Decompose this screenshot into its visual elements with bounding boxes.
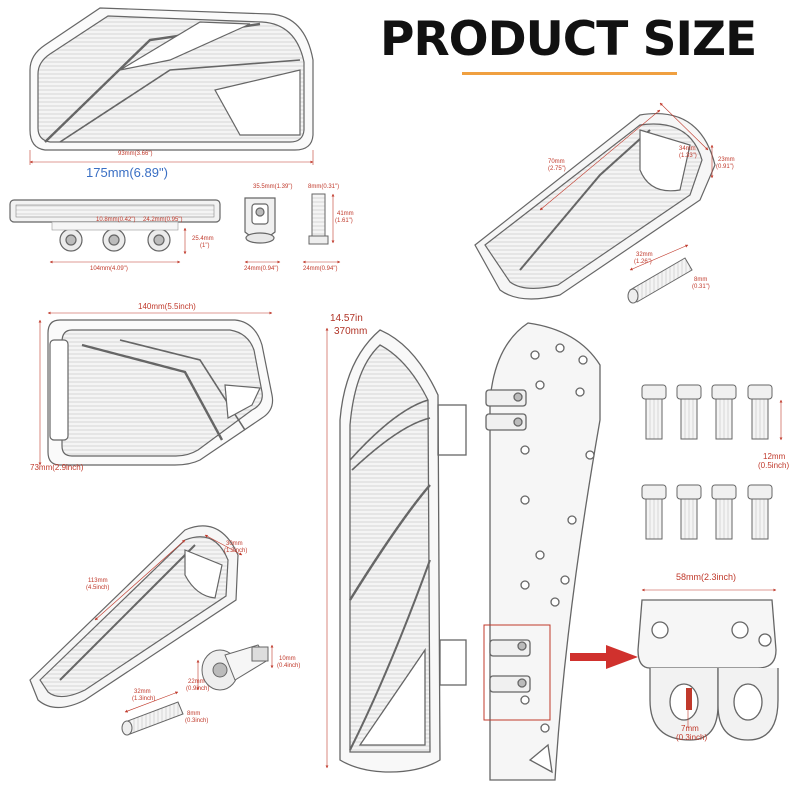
mounting-bracket-side bbox=[9, 199, 221, 252]
dim-peg2-pin-diam-in: (0.3inch) bbox=[185, 718, 209, 724]
dim-clamp-slot-in: (0.3inch) bbox=[676, 733, 708, 742]
dim-peg-width: 34mm bbox=[679, 146, 696, 152]
dim-knob-diam-in: (0.9inch) bbox=[186, 686, 210, 692]
dim-peg2-length: 113mm bbox=[88, 578, 108, 584]
dim-clamp-slot: 7mm bbox=[681, 724, 699, 733]
clamp-bracket bbox=[637, 599, 779, 741]
dim-bracket-height-in: (1") bbox=[200, 243, 210, 249]
dim-peg-pin-length: 32mm bbox=[636, 252, 653, 258]
dim-pin-length: 41mm bbox=[337, 211, 354, 217]
footboard-top-view bbox=[29, 7, 314, 151]
dim-bracket-span-a: 10.8mm(0.42") bbox=[96, 217, 136, 223]
dim-width-small: 93mm(3.66") bbox=[118, 151, 153, 157]
dim-peg-pin-length-in: (1.26") bbox=[634, 259, 652, 265]
detail-highlight-box bbox=[483, 624, 551, 721]
dim-pin-length-in: (1.61") bbox=[335, 218, 353, 224]
dim-pin-diam: 8mm(0.31") bbox=[308, 184, 340, 190]
dim-bracket-span-b: 24.2mm(0.95") bbox=[143, 217, 183, 223]
dim-bolt-length: 12mm bbox=[763, 452, 786, 461]
dim-bracket-total: 104mm(4.09") bbox=[90, 266, 128, 272]
dim-peg-pin-diam: 8mm bbox=[694, 277, 708, 283]
clevis-part bbox=[244, 197, 276, 244]
dim-peg2-pin-diam: 8mm bbox=[187, 711, 201, 717]
dim-peg-length: 70mm bbox=[548, 159, 565, 165]
dim-peg2-length-in: (4.5inch) bbox=[86, 585, 110, 591]
dim-bracket-height: 25.4mm bbox=[192, 236, 214, 242]
dim-peg-height: 23mm bbox=[718, 157, 735, 163]
dim-clamp-width: 58mm(2.3inch) bbox=[676, 572, 737, 582]
dim-peg2-width-in: (1.2inch) bbox=[224, 548, 248, 554]
floorboard-front bbox=[339, 329, 467, 773]
dim-knob-diam: 22mm bbox=[188, 679, 205, 685]
dim-floorboard-length-mm: 370mm bbox=[334, 326, 368, 337]
knob-part bbox=[201, 644, 269, 691]
title-underline bbox=[462, 72, 677, 75]
dim-peg-pin-diam-in: (0.31") bbox=[692, 284, 710, 290]
page-title: PRODUCT SIZE bbox=[380, 12, 757, 67]
floorboard-back bbox=[485, 322, 601, 781]
footboard-mid-view bbox=[47, 319, 274, 466]
pin-part bbox=[308, 193, 329, 245]
dim-peg-width-in: (1.33") bbox=[679, 153, 697, 159]
dim-clevis-top: 35.5mm(1.39") bbox=[253, 184, 293, 190]
dim-knob-height-in: (0.4inch) bbox=[277, 663, 301, 669]
dim-width-big: 175mm(6.89") bbox=[86, 165, 168, 180]
dim-board-width: 140mm(5.5inch) bbox=[138, 302, 196, 311]
detail-arrow bbox=[570, 645, 638, 669]
dim-bolt-length-in: (0.5inch) bbox=[758, 461, 790, 470]
dim-peg2-width: 30mm bbox=[226, 541, 243, 547]
dim-board-height: 73mm(2.9inch) bbox=[30, 463, 84, 472]
dim-clevis-width: 24mm(0.94") bbox=[244, 266, 279, 272]
heel-peg-pin-2 bbox=[121, 701, 184, 736]
bolt-set bbox=[641, 384, 773, 540]
dim-peg-length-in: (2.75") bbox=[548, 166, 566, 172]
dim-peg2-pin-length-in: (1.3inch) bbox=[132, 696, 156, 702]
dim-floorboard-length-in: 14.57in bbox=[330, 313, 363, 324]
dim-peg2-pin-length: 32mm bbox=[134, 689, 151, 695]
dim-knob-height: 10mm bbox=[279, 656, 296, 662]
dim-pin-width: 24mm(0.94") bbox=[303, 266, 338, 272]
dim-peg-height-in: (0.91") bbox=[716, 164, 734, 170]
